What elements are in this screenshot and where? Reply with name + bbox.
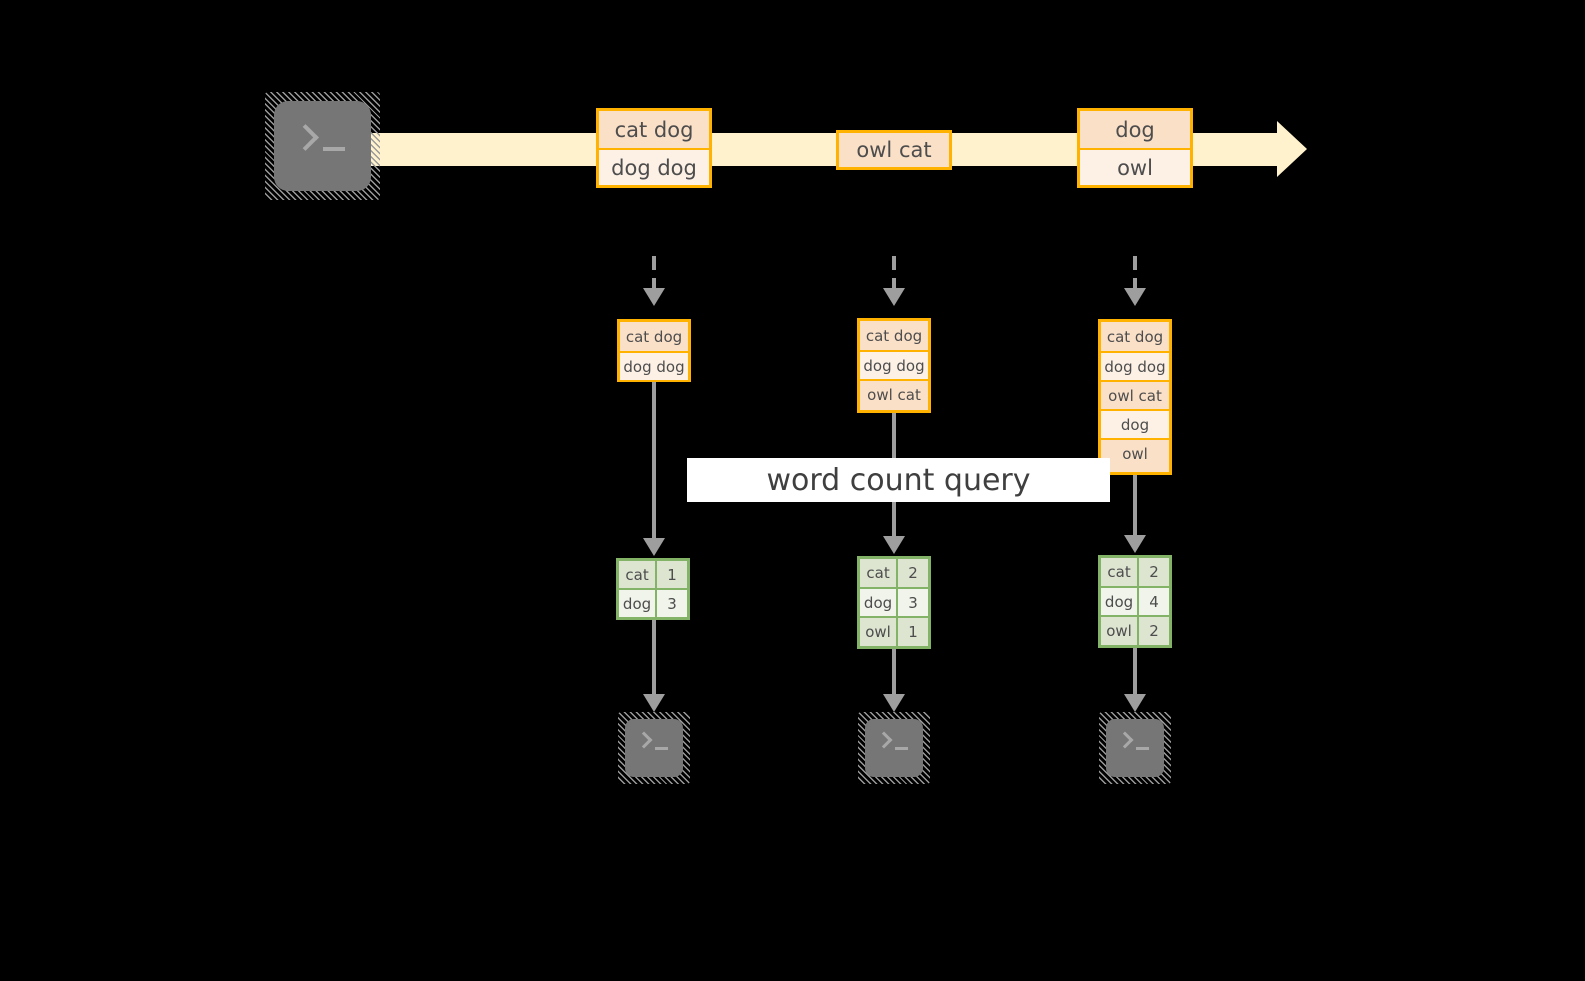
snapshot-2-dashed-arrowhead bbox=[883, 288, 905, 306]
result-word: cat bbox=[860, 559, 899, 587]
terminal-prompt-glyph bbox=[618, 712, 690, 784]
result-word: dog bbox=[860, 588, 899, 617]
snapshot-2-input-row: cat dog bbox=[860, 321, 928, 350]
snapshot-2-sink-arrowhead bbox=[883, 694, 905, 712]
snapshot-2-input[interactable]: cat dog dog dog owl cat bbox=[857, 318, 931, 413]
result-word: cat bbox=[619, 561, 658, 588]
snapshot-3-sink-connector bbox=[1133, 648, 1137, 696]
table-row: dog 4 bbox=[1101, 585, 1169, 616]
snapshot-3-input[interactable]: cat dog dog dog owl cat dog owl bbox=[1098, 319, 1172, 475]
result-count: 1 bbox=[898, 618, 928, 647]
stream-event-2-line-1: owl cat bbox=[839, 133, 949, 167]
terminal-prompt-glyph bbox=[1099, 712, 1171, 784]
stream-event-1[interactable]: cat dog dog dog bbox=[596, 108, 712, 188]
stream-event-1-line-1: cat dog bbox=[599, 111, 709, 148]
table-row: cat 1 bbox=[619, 561, 687, 588]
snapshot-3-dashed-arrowhead bbox=[1124, 288, 1146, 306]
snapshot-1-sink-arrowhead bbox=[643, 694, 665, 712]
query-label: word count query bbox=[687, 458, 1110, 502]
snapshot-3-dashed-connector bbox=[1133, 256, 1137, 290]
stream-event-2[interactable]: owl cat bbox=[836, 130, 952, 170]
result-word: owl bbox=[860, 618, 899, 647]
snapshot-1-input-row: cat dog bbox=[620, 322, 688, 351]
result-count: 2 bbox=[898, 559, 928, 587]
snapshot-3-input-row: dog dog bbox=[1101, 351, 1169, 380]
result-count: 1 bbox=[657, 561, 687, 588]
terminal-prompt-glyph bbox=[858, 712, 930, 784]
terminal-body bbox=[865, 719, 923, 777]
snapshot-1-sink-terminal-icon[interactable] bbox=[618, 712, 690, 784]
snapshot-1-result-table[interactable]: cat 1 dog 3 bbox=[616, 558, 690, 620]
stream-event-1-line-2: dog dog bbox=[599, 148, 709, 185]
snapshot-2-sink-terminal-icon[interactable] bbox=[858, 712, 930, 784]
result-word: cat bbox=[1101, 558, 1140, 586]
table-row: cat 2 bbox=[1101, 558, 1169, 586]
terminal-body bbox=[1106, 719, 1164, 777]
snapshot-1-query-arrowhead bbox=[643, 538, 665, 556]
table-row: cat 2 bbox=[860, 559, 928, 587]
snapshot-3-query-arrowhead bbox=[1124, 535, 1146, 553]
snapshot-3-sink-arrowhead bbox=[1124, 694, 1146, 712]
snapshot-2-input-row: dog dog bbox=[860, 350, 928, 379]
query-label-text: word count query bbox=[766, 462, 1031, 498]
result-word: dog bbox=[1101, 587, 1140, 616]
snapshot-3-input-row: dog bbox=[1101, 409, 1169, 438]
table-row: owl 2 bbox=[1101, 615, 1169, 646]
stream-event-3[interactable]: dog owl bbox=[1077, 108, 1193, 188]
stream-arrowhead bbox=[1277, 121, 1307, 177]
snapshot-3-input-row: owl cat bbox=[1101, 380, 1169, 409]
snapshot-3-input-row: cat dog bbox=[1101, 322, 1169, 351]
terminal-prompt-glyph bbox=[265, 92, 380, 200]
snapshot-3-input-row: owl bbox=[1101, 438, 1169, 467]
stream-event-3-line-2: owl bbox=[1080, 148, 1190, 185]
snapshot-1-query-connector bbox=[652, 382, 656, 539]
snapshot-3-result-table[interactable]: cat 2 dog 4 owl 2 bbox=[1098, 555, 1172, 648]
snapshot-2-query-arrowhead bbox=[883, 536, 905, 554]
snapshot-2-dashed-connector bbox=[892, 256, 896, 290]
result-word: dog bbox=[619, 590, 658, 617]
snapshot-3-query-connector bbox=[1133, 475, 1137, 536]
snapshot-1-dashed-connector bbox=[652, 256, 656, 290]
table-row: dog 3 bbox=[860, 586, 928, 617]
terminal-body bbox=[625, 719, 683, 777]
terminal-body bbox=[274, 101, 371, 191]
snapshot-1-dashed-arrowhead bbox=[643, 288, 665, 306]
snapshot-1-sink-connector bbox=[652, 620, 656, 696]
snapshot-1-input[interactable]: cat dog dog dog bbox=[617, 319, 691, 382]
source-terminal-icon[interactable] bbox=[265, 92, 380, 200]
snapshot-2-result-table[interactable]: cat 2 dog 3 owl 1 bbox=[857, 556, 931, 649]
result-count: 2 bbox=[1139, 617, 1169, 646]
snapshot-3-sink-terminal-icon[interactable] bbox=[1099, 712, 1171, 784]
snapshot-2-sink-connector bbox=[892, 649, 896, 696]
result-count: 3 bbox=[657, 590, 687, 617]
result-word: owl bbox=[1101, 617, 1140, 646]
result-count: 3 bbox=[898, 588, 928, 617]
result-count: 4 bbox=[1139, 587, 1169, 616]
table-row: dog 3 bbox=[619, 588, 687, 617]
snapshot-2-input-row: owl cat bbox=[860, 379, 928, 408]
result-count: 2 bbox=[1139, 558, 1169, 586]
snapshot-1-input-row: dog dog bbox=[620, 351, 688, 380]
stream-event-3-line-1: dog bbox=[1080, 111, 1190, 148]
table-row: owl 1 bbox=[860, 616, 928, 647]
